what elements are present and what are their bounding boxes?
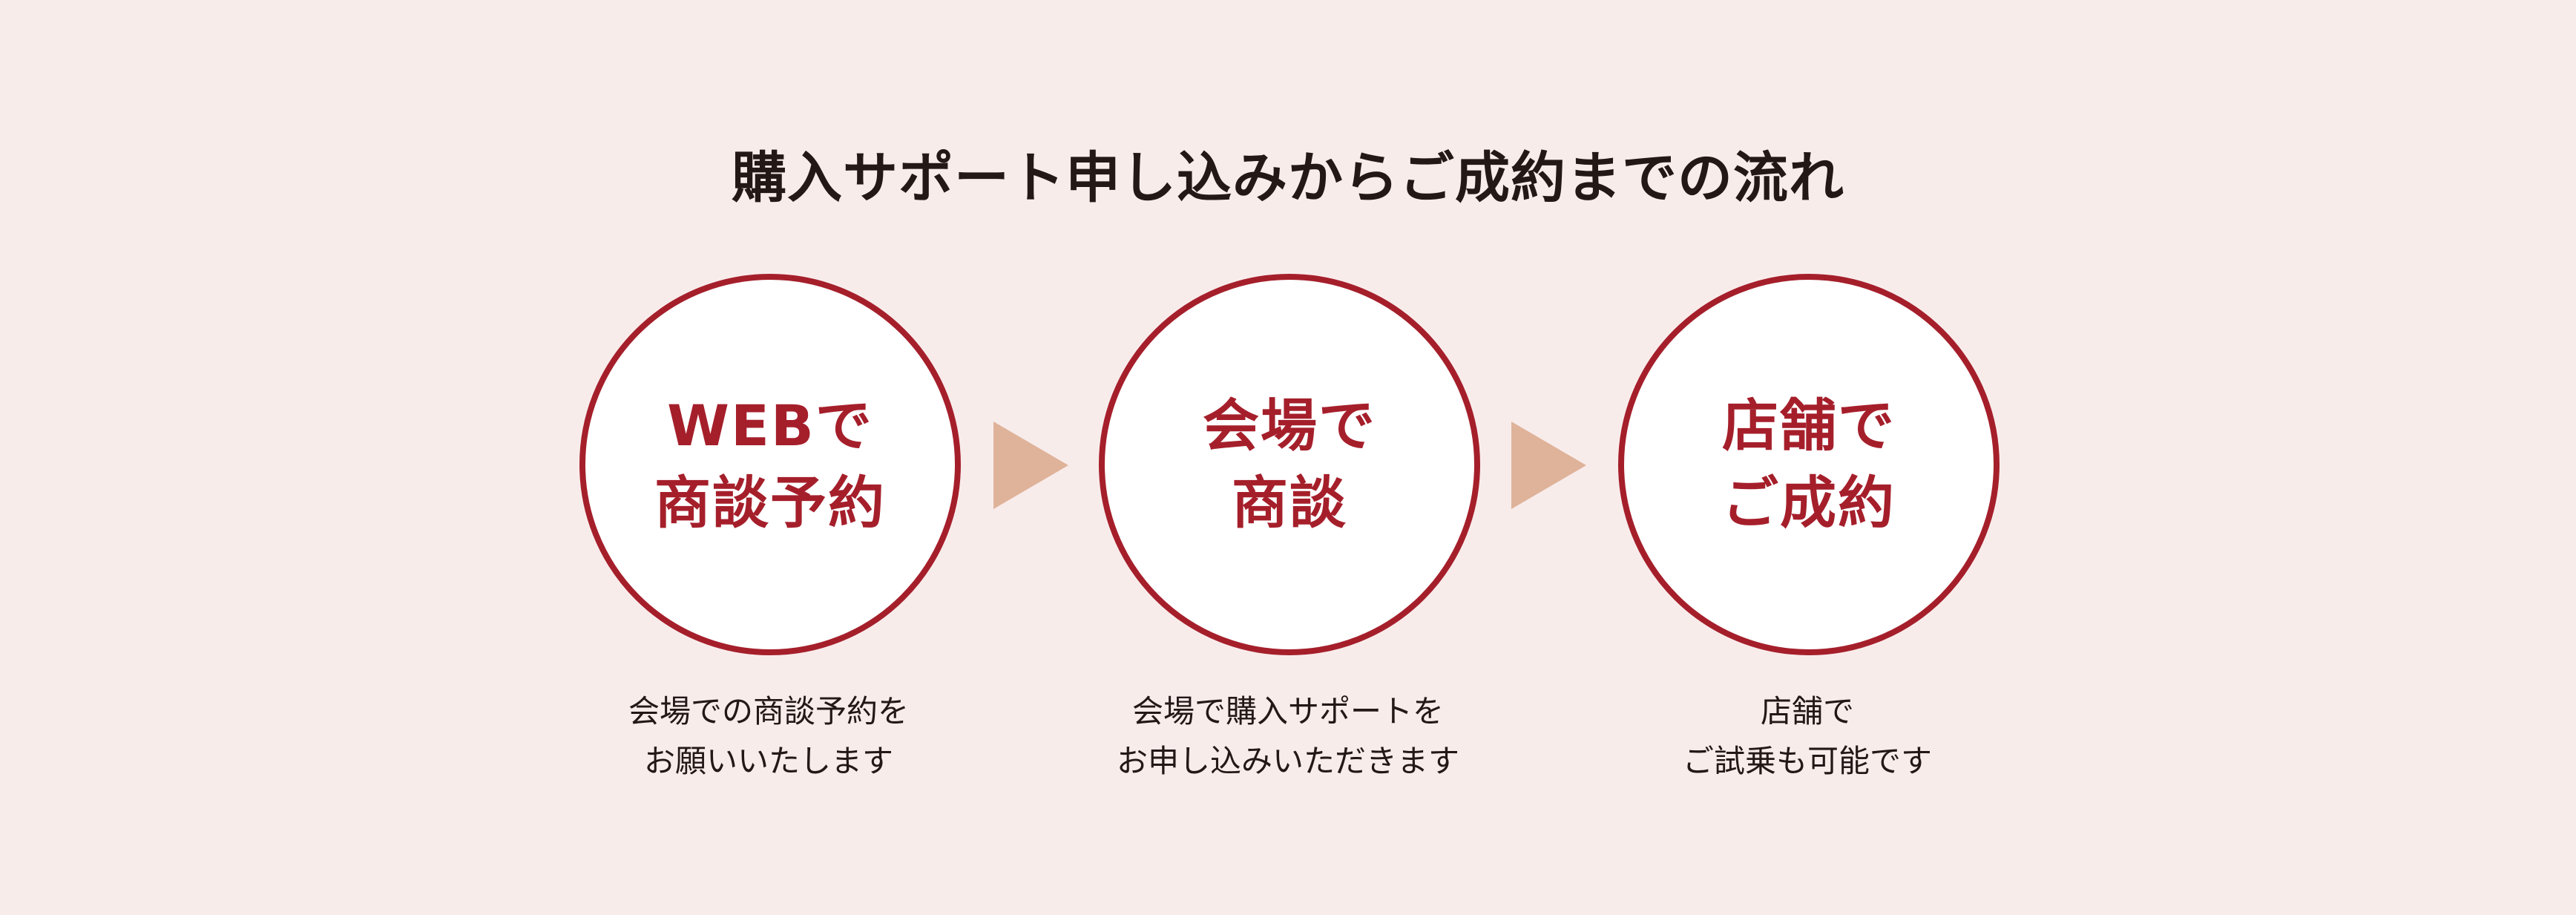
- step-label-line: 商談予約: [654, 470, 886, 536]
- step-description: 会場での商談予約を お願いいたします: [509, 686, 1028, 786]
- step-circle-web-reservation: WEBで 商談予約: [579, 274, 961, 655]
- page-title: 購入サポート申し込みからご成約までの流れ: [732, 146, 1844, 210]
- arrow-right-icon: [993, 422, 1068, 509]
- step-label-line: WEBで: [667, 393, 873, 459]
- step-circle-venue-meeting: 会場で 商談: [1099, 274, 1480, 655]
- step-label-line: ご成約: [1722, 470, 1896, 536]
- step-description-line: 会場で購入サポートを: [1131, 693, 1444, 729]
- arrow-right-icon: [1511, 422, 1586, 509]
- step-description-line: お申し込みいただきます: [1116, 743, 1459, 779]
- step-label-line: 会場で: [1203, 393, 1376, 459]
- step-label-line: 店舗で: [1722, 393, 1896, 459]
- step-description-line: 店舗で: [1760, 693, 1854, 729]
- step-description-line: お願いいたします: [643, 743, 893, 779]
- step-description: 店舗で ご試乗も可能です: [1548, 686, 2067, 786]
- step-label-line: 商談: [1232, 470, 1347, 536]
- step-circle-store-contract: 店舗で ご成約: [1618, 274, 2000, 655]
- step-description-line: 会場での商談予約を: [628, 693, 909, 729]
- step-description-line: ご試乗も可能です: [1682, 743, 1932, 779]
- step-description: 会場で購入サポートを お申し込みいただきます: [1028, 686, 1548, 786]
